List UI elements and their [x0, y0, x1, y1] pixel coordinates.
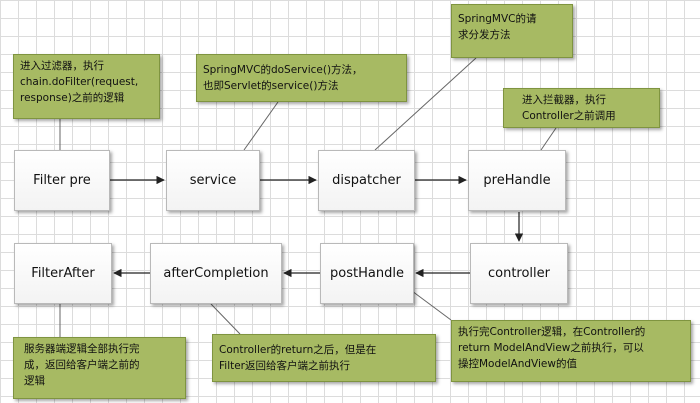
leader-service-note	[243, 101, 279, 151]
prehandle-note: 进入拦截器，执行 Controller之前调用	[503, 88, 660, 128]
prehandle-node: preHandle	[468, 150, 566, 211]
posthandle-node: postHandle	[320, 243, 414, 304]
filter-after-node: FilterAfter	[14, 243, 112, 304]
posthandle-note: 执行完Controller逻辑，在Controller的 return Mode…	[451, 320, 691, 382]
service-node: service	[166, 150, 260, 211]
service-note: SpringMVC的doService()方法， 也即Servlet的servi…	[196, 54, 407, 102]
filter-pre-node: Filter pre	[14, 150, 110, 211]
after-completion-node: afterCompletion	[150, 243, 282, 304]
leader-posthandle-note	[411, 290, 452, 321]
leader-prehandle-note	[540, 127, 557, 151]
controller-node: controller	[470, 243, 568, 304]
filter-after-note: 服务器端逻辑全部执行完 成，返回给客户端之前的 逻辑	[13, 337, 186, 399]
dispatcher-note: SpringMVC的请 求分发方法	[451, 4, 573, 58]
after-completion-note: Controller的return之后，但是在 Filter返回给客户端之前执行	[212, 334, 436, 382]
leader-after-completion-note	[210, 303, 241, 335]
filter-pre-note: 进入过滤器，执行 chain.doFilter(request, respons…	[13, 54, 160, 119]
dispatcher-node: dispatcher	[318, 150, 415, 211]
leader-dispatcher-note	[374, 57, 477, 151]
